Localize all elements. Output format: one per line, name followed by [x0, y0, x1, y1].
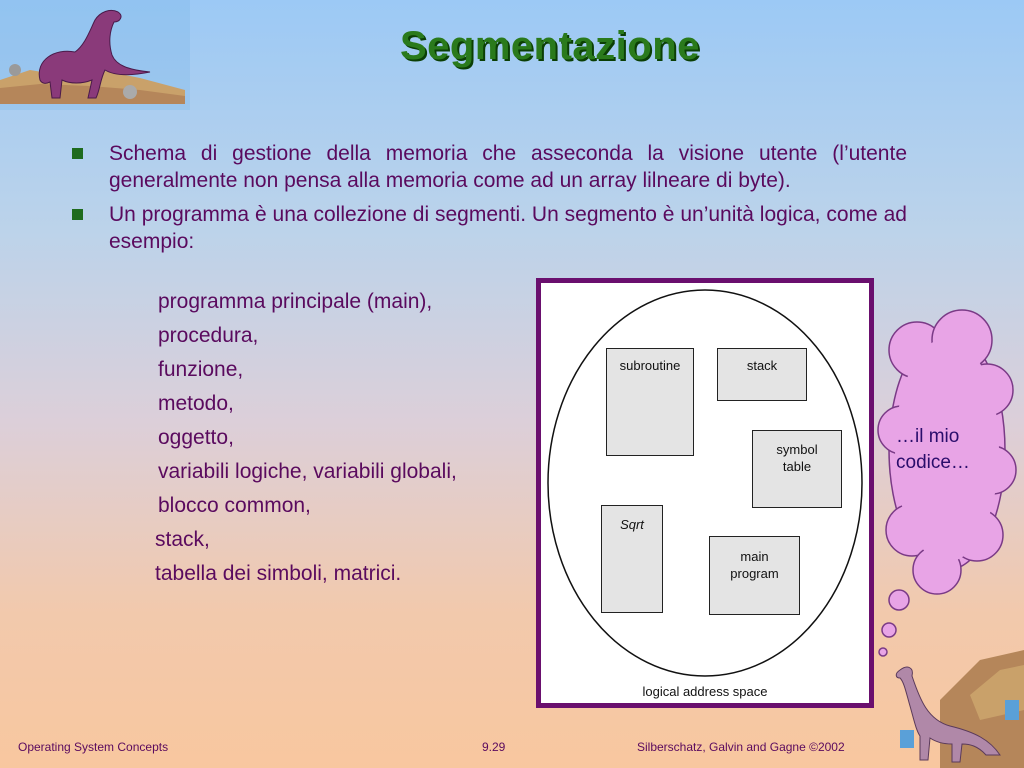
segment-subroutine: subroutine	[606, 348, 694, 456]
sub-item-stack: stack,	[155, 528, 210, 551]
figure-panel: subroutine stack symbol table Sqrt main …	[541, 283, 869, 703]
segment-main-program: main program	[709, 536, 800, 615]
thought-cloud	[877, 309, 1017, 657]
segment-sqrt: Sqrt	[601, 505, 663, 613]
sub-item-variables: variabili logiche, variabili globali,	[158, 460, 457, 483]
sub-item-method: metodo,	[158, 392, 234, 415]
slide-title: Segmentazione	[400, 24, 700, 68]
bullet-text: Un programma è una collezione di segment…	[109, 203, 907, 253]
dinosaur-illustration-bottom-right	[895, 650, 1024, 768]
segment-symbol-table: symbol table	[752, 430, 842, 508]
footer-page-number: 9.29	[482, 740, 506, 754]
footer-right: Silberschatz, Galvin and Gagne ©2002	[637, 740, 845, 754]
sub-item-symbol-table: tabella dei simboli, matrici.	[155, 562, 402, 585]
bullet-list: Schema di gestione della memoria che ass…	[72, 140, 907, 262]
sub-item-procedure: procedura,	[158, 324, 259, 347]
figure-caption: logical address space	[642, 684, 768, 699]
dinosaur-illustration-top-left	[0, 0, 190, 110]
bullet-square-icon	[72, 209, 83, 220]
sub-item-object: oggetto,	[158, 426, 234, 449]
cloud-text: …il mio codice…	[896, 426, 970, 473]
bullet-text: Schema di gestione della memoria che ass…	[109, 142, 907, 192]
sub-item-function: funzione,	[158, 358, 244, 381]
segment-stack: stack	[717, 348, 807, 401]
sub-item-main: programma principale (main),	[158, 290, 433, 313]
bullet-item: Schema di gestione della memoria che ass…	[72, 140, 907, 194]
bullet-item: Un programma è una collezione di segment…	[72, 201, 907, 255]
sub-item-common-block: blocco common,	[158, 494, 311, 517]
logical-address-space-figure: subroutine stack symbol table Sqrt main …	[536, 278, 874, 708]
footer-left: Operating System Concepts	[18, 740, 169, 754]
bullet-square-icon	[72, 148, 83, 159]
